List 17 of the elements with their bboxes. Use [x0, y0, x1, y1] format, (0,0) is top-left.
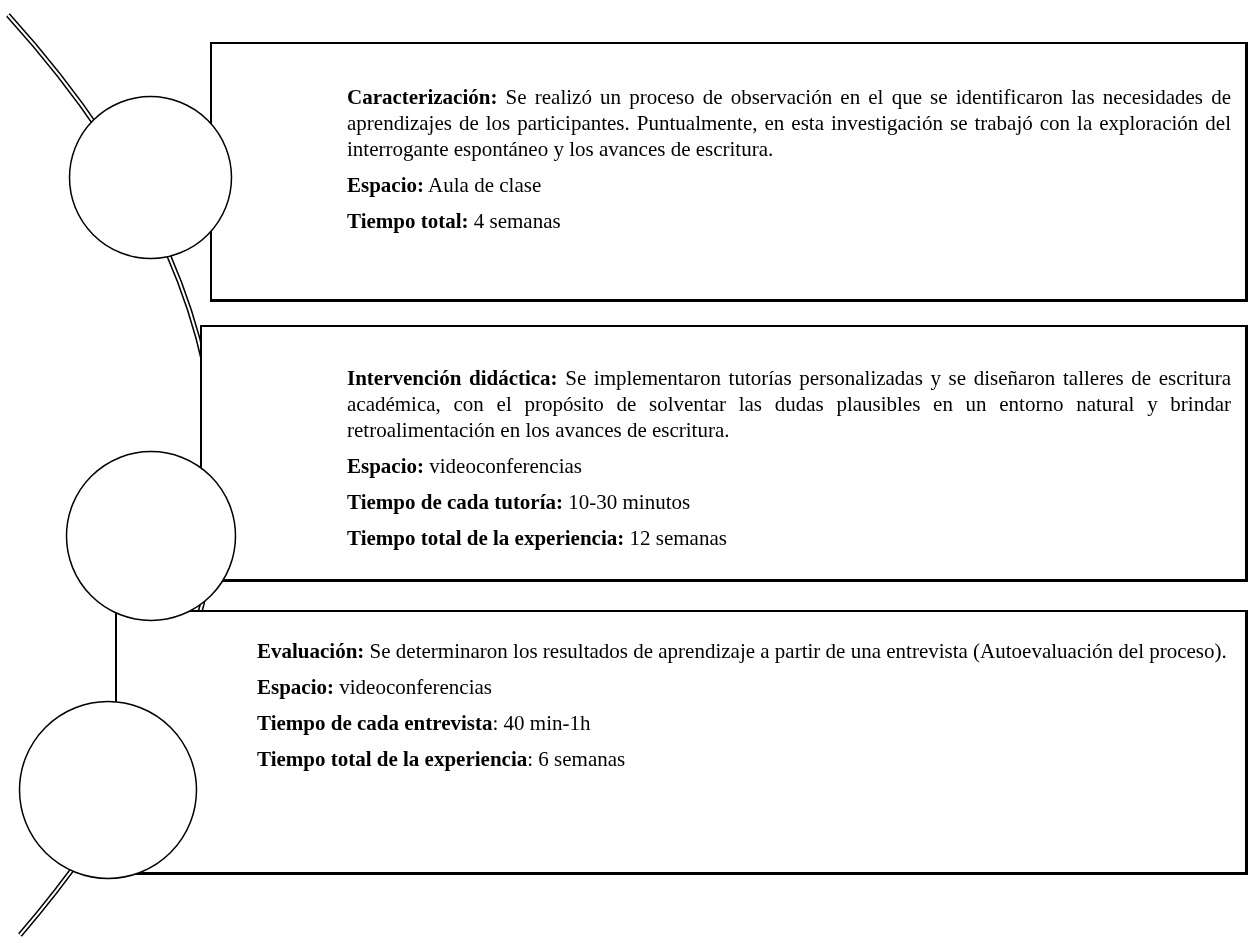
stage-circle	[65, 450, 237, 622]
stage-box	[210, 42, 1248, 302]
stage-box	[200, 325, 1248, 582]
stage-description: Caracterización: Se realizó un proceso de observación en el que se identificaron las necesidades de aprendizajes de los participantes. Puntualmente, en esta investigación se trabajó con la exploración del interrogante espontáneo y los avances de escritura.	[347, 84, 1231, 162]
stage-circle	[68, 95, 233, 260]
stage-detail: Tiempo de cada entrevista: 40 min-1h	[257, 710, 592, 736]
stage-detail: Espacio: Aula de clase	[347, 172, 543, 198]
stage-detail: Espacio: videoconferencias	[257, 674, 494, 700]
stage-detail: Tiempo total de la experiencia: 12 semanas	[347, 525, 728, 551]
stage-description: Evaluación: Se determinaron los resultados de aprendizaje a partir de una entrevista (Autoevaluación del proceso).	[257, 638, 1228, 664]
stage-detail: Tiempo total: 4 semanas	[347, 208, 562, 234]
stage-detail: Tiempo de cada tutoría: 10-30 minutos	[347, 489, 692, 515]
stage-circle	[18, 700, 198, 880]
stage-detail: Espacio: videoconferencias	[347, 453, 584, 479]
stage-detail: Tiempo total de la experiencia: 6 semanas	[257, 746, 627, 772]
stage-description: Intervención didáctica: Se implementaron tutorías personalizadas y se diseñaron talleres de escritura académica, con el propósito de solventar las dudas plausibles en un entorno natural y brindar retroalimentación en los avances de escritura.	[347, 365, 1231, 443]
stage-box	[115, 610, 1248, 875]
